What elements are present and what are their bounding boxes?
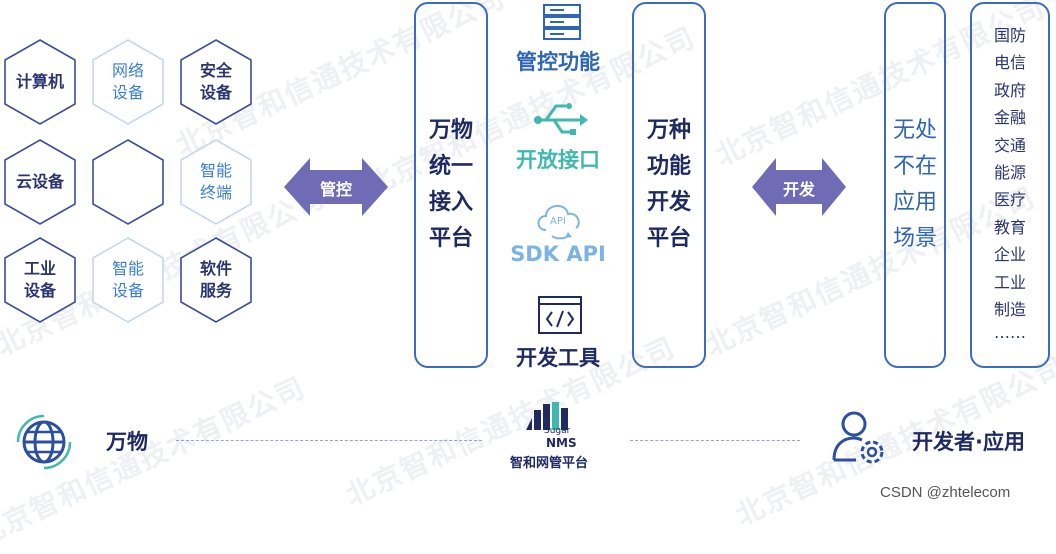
device-hex [90,138,166,226]
device-hex: 软件 服务 [178,236,254,324]
usb-icon [534,103,588,135]
device-hex: 智能 设备 [90,236,166,324]
developer-gear-icon [832,411,884,464]
function-platform-text: 万种 功能 开发 平台 [646,118,691,251]
right-dashed-line [630,440,800,441]
develop-arrow-label: 开发 [782,180,815,199]
device-hex-label: 网络 设备 [111,61,144,102]
manage-arrow [284,158,388,216]
manage-arrow-label: 管控 [319,180,352,199]
device-hex-label: 安全 设备 [199,61,232,102]
globe-icon [16,414,72,470]
industry-item: 电信 [993,53,1026,73]
industry-item: 交通 [993,135,1026,155]
logo-text-cn: 智和网管平台 [510,456,589,471]
industry-item: …… [994,323,1026,343]
device-hex: 工业 设备 [2,236,78,324]
feature-label-sdk: SDK API [510,242,606,266]
device-hex-label: 计算机 [15,72,64,91]
bottom-left-label: 万物 [106,430,148,454]
api-cloud-icon: API [537,205,580,240]
industry-item: 企业 [993,245,1026,265]
industries-box [970,2,1050,368]
device-hex-label [90,138,166,226]
feature-label-tools: 开发工具 [516,346,600,370]
access-platform-box: 万物 统一 接入 平台 [414,2,488,368]
device-hex: 安全 设备 [178,38,254,126]
scenarios-box: 无处 不在 应用 场景 [884,2,946,368]
code-window-icon [538,296,582,334]
logo-text-nms: NMS [546,436,577,450]
device-hex-label: 智能 终端 [199,161,232,202]
device-hex-label: 智能 设备 [111,259,144,300]
function-platform-box: 万种 功能 开发 平台 [632,2,706,368]
industry-item: 能源 [993,163,1026,182]
industry-item: 政府 [993,80,1026,100]
develop-arrow [752,158,846,216]
server-icon [543,4,581,40]
svg-text:API: API [550,216,566,227]
feature-label-manage: 管控功能 [516,50,600,74]
sugarnms-logo-icon [526,402,568,430]
develop-arrow-shape [752,158,846,216]
bottom-right-label: 开发者·应用 [912,430,1025,454]
credit-text: CSDN @zhtelecom [880,484,1011,501]
industry-item: 金融 [993,108,1026,128]
left-dashed-line [176,440,482,441]
device-hex-label: 云设备 [15,172,64,191]
feature-label-interface: 开放接口 [516,148,600,172]
industry-item: 国防 [993,26,1026,45]
industry-item: 医疗 [993,190,1026,210]
access-platform-text: 万物 统一 接入 平台 [428,118,473,251]
scenarios-text: 无处 不在 应用 场景 [892,118,937,251]
industry-item: 教育 [993,217,1026,237]
logo-text-sugar: Sugar [544,426,571,436]
industry-item: 工业 [993,272,1026,292]
industry-item: 制造 [993,300,1026,319]
device-hex-label: 工业 设备 [23,259,56,300]
device-hex: 计算机 [2,38,78,126]
device-hex: 智能 终端 [178,138,254,226]
manage-arrow-shape [284,158,388,216]
device-hex: 网络 设备 [90,38,166,126]
device-hex: 云设备 [2,138,78,226]
device-hex-label: 软件 服务 [199,259,232,300]
